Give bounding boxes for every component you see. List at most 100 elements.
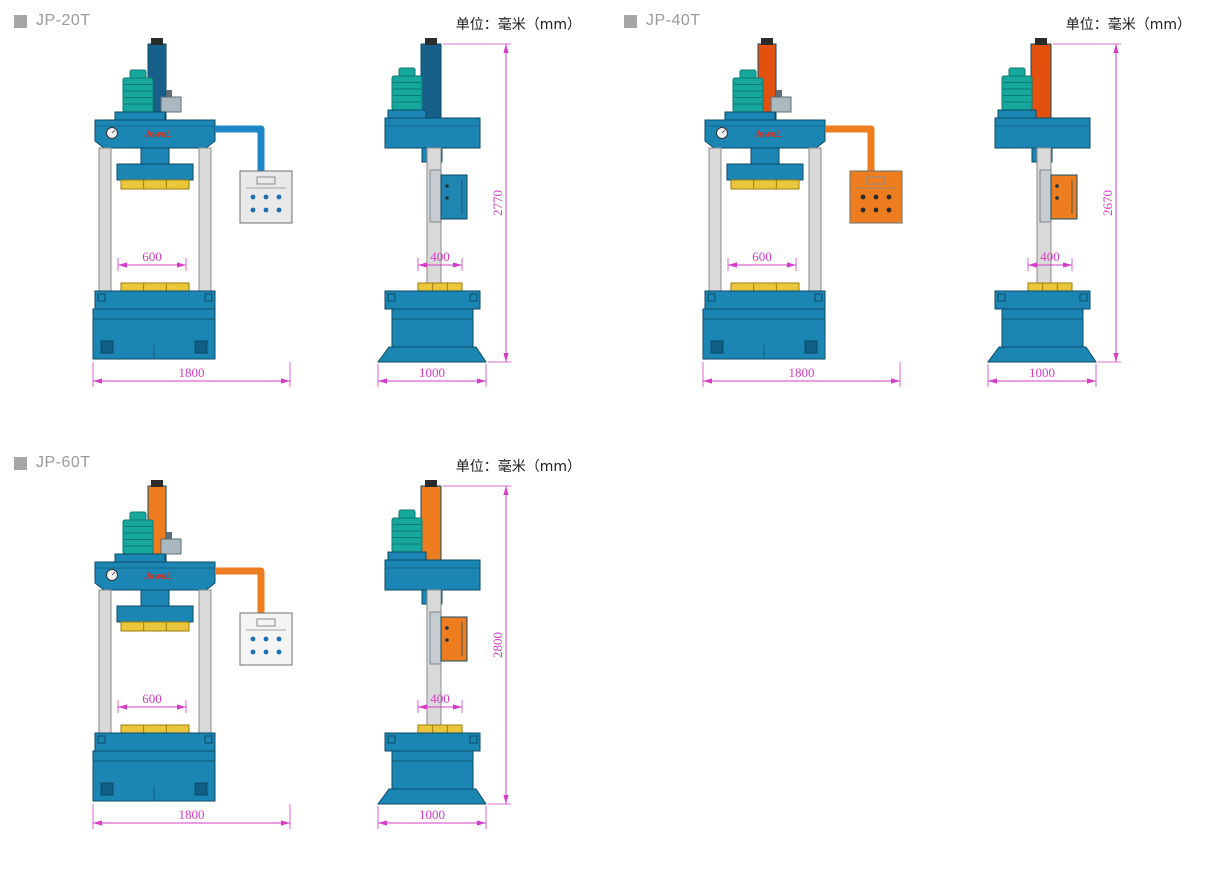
- electric-motor: [391, 509, 423, 553]
- hydraulic-pipe: [215, 567, 265, 613]
- side-tank: [1050, 174, 1078, 220]
- control-button: [250, 636, 256, 642]
- dimension-arrow: [418, 704, 427, 710]
- motor-base-plate: [387, 551, 427, 561]
- side-tank: [440, 174, 468, 220]
- work-table: [94, 290, 216, 310]
- unit-label: 单位：毫米（mm）: [1065, 17, 1191, 33]
- unit-label: 单位：毫米（mm）: [455, 17, 581, 33]
- dim-height: 2670: [1100, 44, 1119, 362]
- machine-base: [391, 308, 474, 348]
- base-flange: [377, 346, 487, 363]
- dimension-arrow: [418, 262, 427, 268]
- die-pads: [417, 282, 463, 292]
- control-box: [849, 170, 903, 224]
- dimension-arrow: [787, 262, 796, 268]
- control-button: [263, 649, 269, 655]
- pump-block: [160, 96, 182, 113]
- dim-height-value: 2770: [490, 190, 505, 216]
- upper-platen: [116, 605, 194, 623]
- dim-side-table-value: 400: [430, 691, 450, 706]
- dim-front-base-value: 1800: [789, 365, 815, 380]
- dim-side-base-value: 1000: [1029, 365, 1055, 380]
- guide-column: [198, 589, 212, 737]
- control-button: [886, 207, 892, 213]
- machine-base: [391, 750, 474, 790]
- guide-column: [98, 147, 112, 295]
- dim-side-table: 400: [1028, 249, 1072, 268]
- crown-head: [384, 117, 481, 149]
- hydraulic-cylinder: [1030, 43, 1052, 121]
- valve: [166, 90, 172, 97]
- control-button: [276, 194, 282, 200]
- electric-motor: [391, 67, 423, 111]
- dim-side-base: 1000: [378, 365, 486, 384]
- dim-side-table-value: 400: [1040, 249, 1060, 264]
- upper-platen: [726, 163, 804, 181]
- brand-logo: JeweL: [144, 571, 172, 581]
- control-button: [250, 194, 256, 200]
- dimension-arrow: [118, 704, 127, 710]
- dimension-arrow: [503, 486, 509, 495]
- bullet-square-icon: [14, 14, 27, 28]
- slider-plate: [429, 169, 442, 223]
- dimension-arrow: [988, 378, 997, 384]
- side-view: 400 1000 2770: [377, 38, 511, 387]
- base-flange: [377, 788, 487, 805]
- dimension-arrow: [503, 44, 509, 53]
- dim-side-table-value: 400: [430, 249, 450, 264]
- control-button: [263, 194, 269, 200]
- slider-plate: [429, 611, 442, 665]
- dimension-arrow: [477, 820, 486, 826]
- side-tank: [440, 616, 468, 662]
- cylinder-cap: [151, 38, 163, 45]
- dimension-arrow: [703, 378, 712, 384]
- guide-column: [708, 147, 722, 295]
- motor-base-plate: [997, 109, 1037, 119]
- dim-height: 2770: [490, 44, 509, 362]
- control-button: [873, 194, 879, 200]
- hydraulic-cylinder: [420, 43, 442, 121]
- pump-block: [770, 96, 792, 113]
- die-pads: [730, 282, 800, 292]
- motor-base-plate: [387, 109, 427, 119]
- control-button: [250, 649, 256, 655]
- dimension-arrow: [1063, 262, 1072, 268]
- die-pads: [120, 179, 190, 190]
- dim-front-table: 600: [728, 249, 796, 268]
- model-label: JP-60T: [36, 454, 91, 471]
- dim-front-base: 1800: [93, 365, 290, 384]
- slider-plate: [1039, 169, 1052, 223]
- dimension-arrow: [1028, 262, 1037, 268]
- motor-base-plate: [114, 553, 166, 563]
- control-button: [276, 207, 282, 213]
- control-button: [276, 636, 282, 642]
- panel-header: JP-40T: [624, 12, 701, 30]
- machine-base: [1001, 308, 1084, 348]
- dim-side-base-value: 1000: [419, 807, 445, 822]
- bullet-square-icon: [624, 14, 637, 28]
- die-pads: [120, 282, 190, 292]
- upper-platen: [116, 163, 194, 181]
- dim-front-table-value: 600: [142, 691, 162, 706]
- control-button: [886, 194, 892, 200]
- ram-neck: [140, 589, 170, 607]
- valve: [776, 90, 782, 97]
- dimension-arrow: [177, 704, 186, 710]
- panel-header: JP-20T: [14, 12, 91, 30]
- work-table: [384, 290, 481, 310]
- cylinder-cap: [425, 480, 437, 487]
- dimension-arrow: [453, 262, 462, 268]
- cylinder-cap: [425, 38, 437, 45]
- cylinder-cap: [1035, 38, 1047, 45]
- model-label: JP-20T: [36, 12, 91, 29]
- base-flange: [987, 346, 1097, 363]
- control-button: [873, 207, 879, 213]
